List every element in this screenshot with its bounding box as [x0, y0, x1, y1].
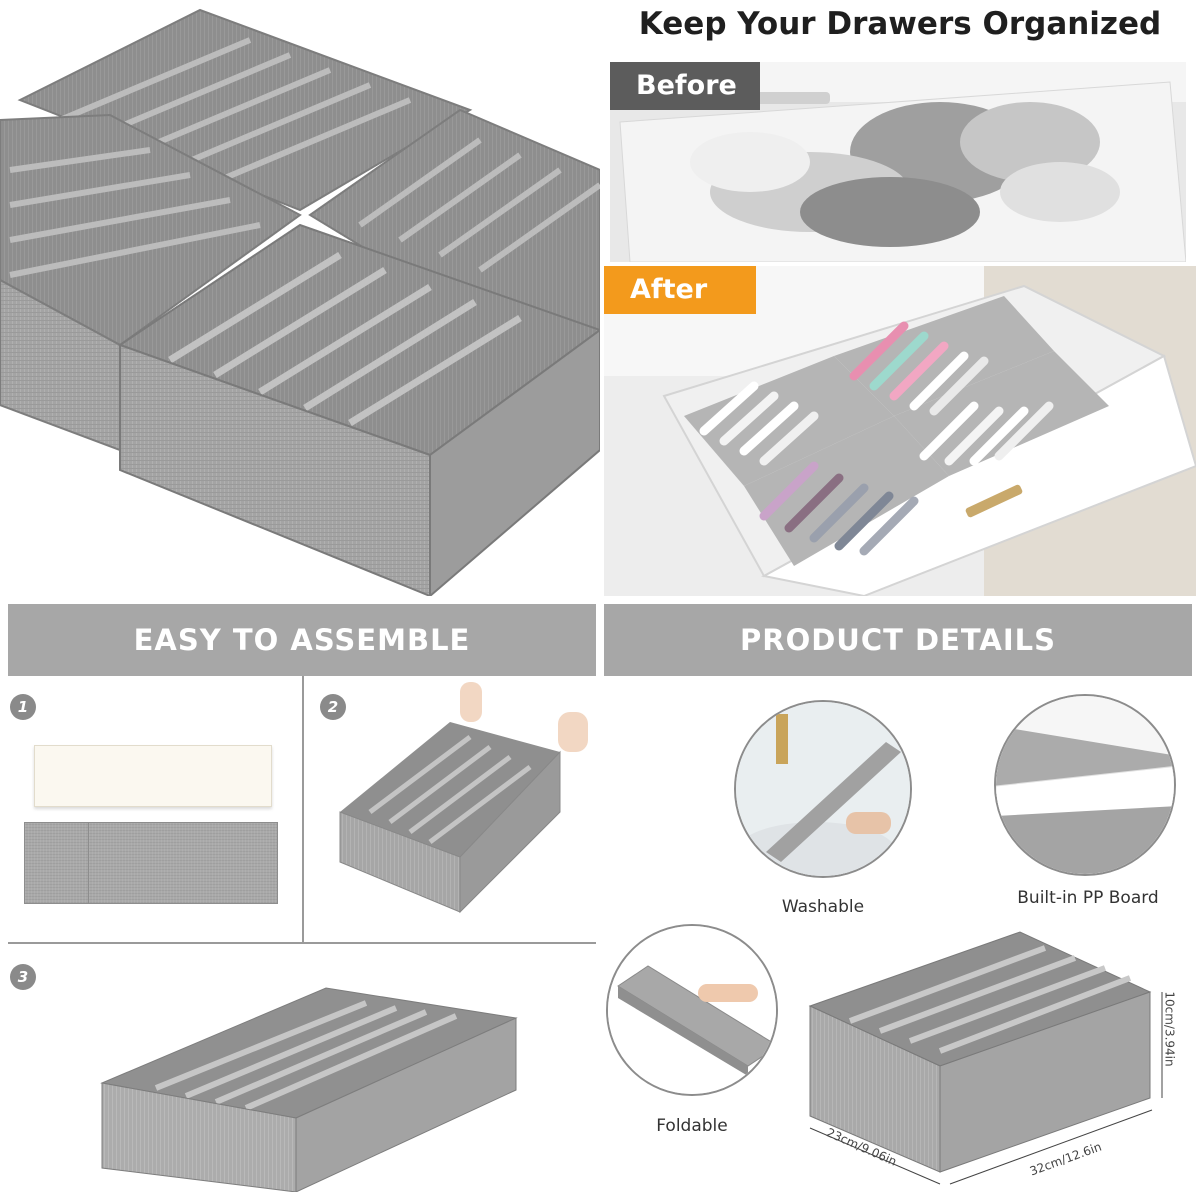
step-2-illustration [330, 672, 596, 940]
feature-pp-board: Built-in PP Board [1017, 888, 1159, 908]
step-2-badge: 2 [320, 694, 346, 720]
after-tag: After [604, 266, 756, 314]
product-details-banner: PRODUCT DETAILS [604, 604, 1192, 676]
feature-washable: Washable [781, 897, 865, 917]
before-tag: Before [610, 62, 760, 110]
step-3-illustration [96, 978, 526, 1193]
dimension-height: 10cm/3.94in [1162, 991, 1177, 1067]
step-divider-horizontal [8, 942, 596, 944]
dimension-box-illustration [800, 926, 1166, 1196]
before-photo [610, 62, 1186, 262]
fabric-panel-left [24, 822, 90, 904]
pp-board-illustration [996, 696, 1174, 874]
measured-box-illustration [808, 931, 1163, 1185]
organizer-stack-illustration [0, 8, 600, 596]
messy-drawer-illustration [610, 62, 1186, 262]
pp-board-circle [994, 694, 1176, 876]
assembled-box-illustration [100, 987, 518, 1193]
easy-to-assemble-banner: EASY TO ASSEMBLE [8, 604, 596, 676]
product-photo [0, 0, 600, 596]
washable-circle [734, 700, 912, 878]
pp-board [34, 745, 272, 807]
box-unfolding-illustration [339, 682, 588, 914]
fabric-panel-right [88, 822, 278, 904]
organized-drawer-illustration [604, 266, 1196, 596]
step-divider-vertical [302, 676, 304, 942]
page-title: Keep Your Drawers Organized [638, 6, 1162, 42]
foldable-circle [606, 924, 778, 1096]
feature-foldable: Foldable [656, 1116, 728, 1136]
step-3-badge: 3 [10, 964, 36, 990]
step-1-badge: 1 [10, 694, 36, 720]
after-photo [604, 266, 1196, 596]
washing-illustration [736, 702, 910, 876]
folded-organizer-illustration [608, 926, 776, 1094]
